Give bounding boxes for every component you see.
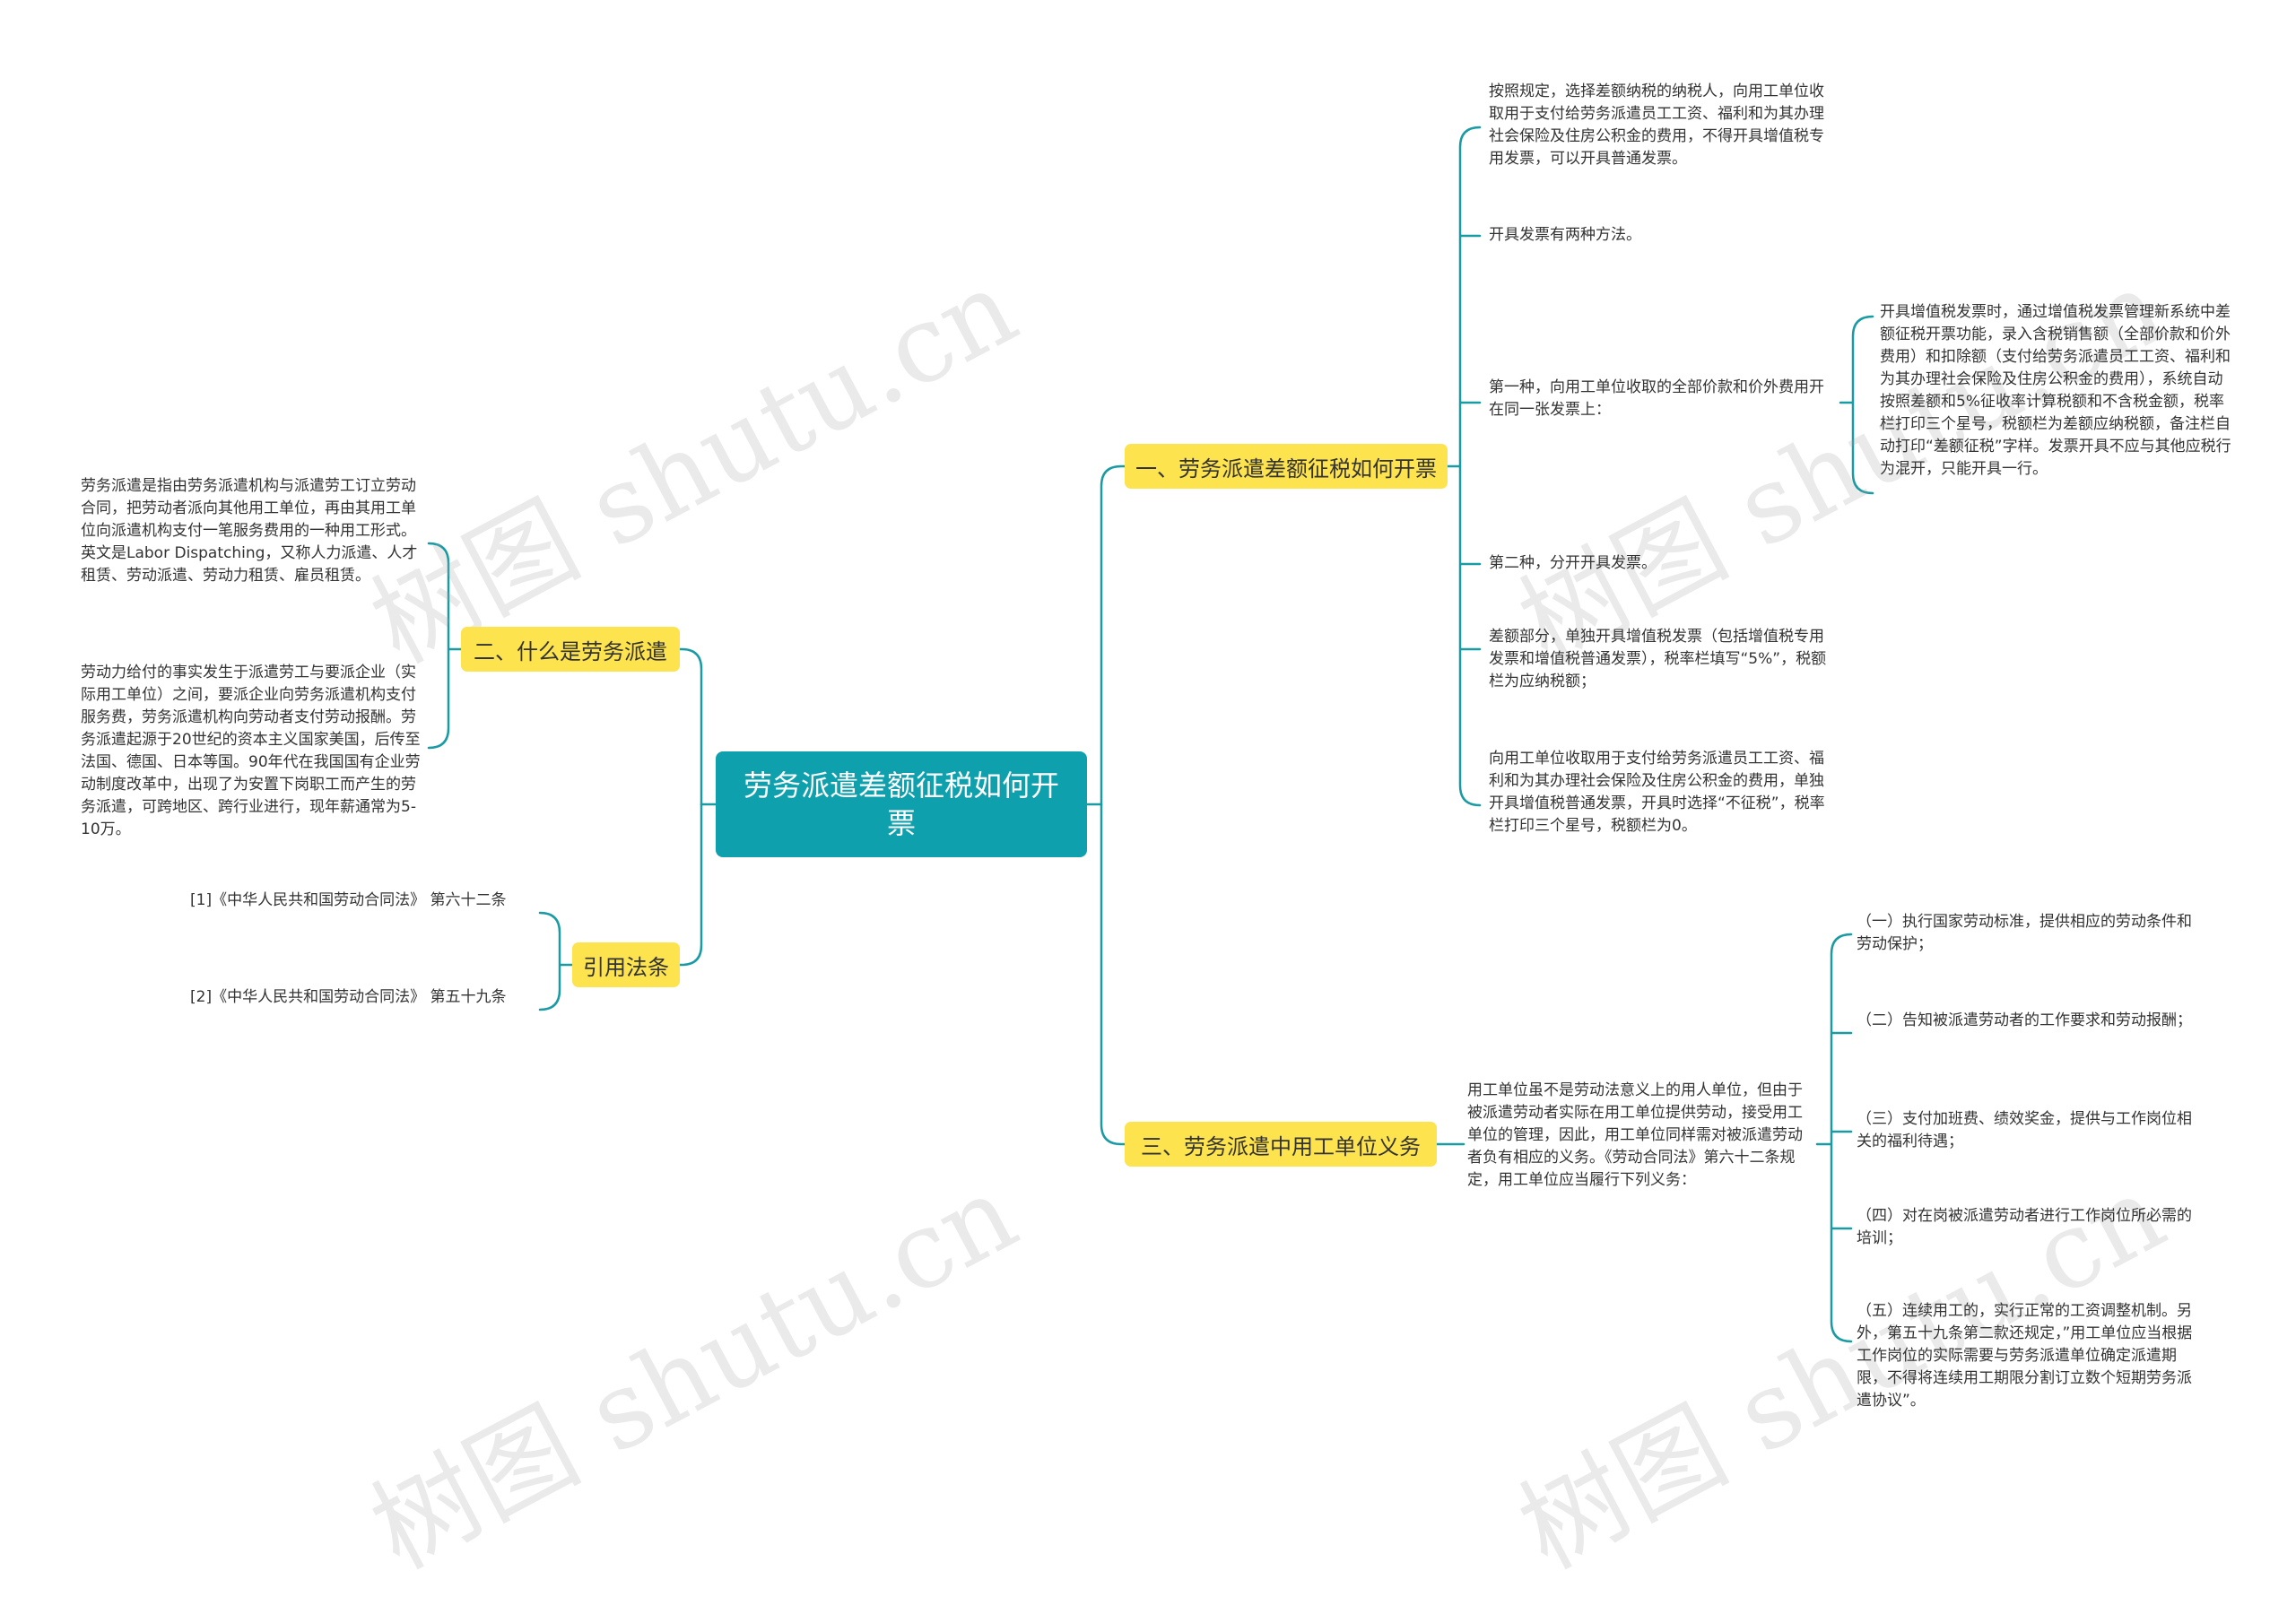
b4-item: [1]《中华人民共和国劳动合同法》 第六十二条 [190, 891, 507, 909]
link-root-b3 [1100, 803, 1126, 1146]
b3-intro: 用工单位虽不是劳动法意义上的用人单位，但由于被派遣劳动者实际在用工单位提供劳动，… [1467, 1081, 1803, 1189]
link-intro-items [1815, 933, 1853, 1343]
b3-item: （三）支付加班费、绩效奖金，提供与工作岗位相关的福利待遇； [1857, 1110, 2192, 1150]
b1-item: 按照规定，选择差额纳税的纳税人，向用工单位收取用于支付给劳务派遣员工工资、福利和… [1489, 82, 1824, 168]
b1-item: 第二种，分开开具发票。 [1489, 554, 1657, 572]
b1-method-detail: 开具增值税发票时，通过增值税发票管理新系统中差额征税开票功能，录入含税销售额（全… [1880, 303, 2231, 478]
connector-lines [427, 126, 1874, 1343]
link-method-detail [1839, 315, 1874, 495]
link-root-b4 [678, 803, 703, 967]
branch-invoice-method[interactable]: 一、劳务派遣差额征税如何开票 [1125, 444, 1448, 489]
branch-cited-laws[interactable]: 引用法条 [572, 942, 680, 987]
b1-item: 开具发票有两种方法。 [1489, 226, 1641, 244]
branch-what-is-dispatch[interactable]: 二、什么是劳务派遣 [461, 627, 680, 672]
b3-item: （四）对在岗被派遣劳动者进行工作岗位所必需的培训； [1857, 1207, 2192, 1247]
b1-item: 差额部分，单独开具增值税发票（包括增值税专用发票和增值税普通发票），税率栏填写“… [1489, 628, 1827, 690]
link-b2-items [427, 542, 463, 750]
root-topic[interactable]: 劳务派遣差额征税如何开票 [716, 751, 1087, 857]
b3-item: （二）告知被派遣劳动者的工作要求和劳动报酬； [1857, 1011, 2192, 1029]
link-b1-items [1446, 126, 1482, 807]
branch-employer-obligations[interactable]: 三、劳务派遣中用工单位义务 [1125, 1122, 1437, 1167]
link-b4-items [538, 911, 574, 1011]
link-root-b1 [1085, 464, 1126, 806]
link-root-b2 [678, 647, 718, 806]
b3-item: （五）连续用工的，实行正常的工资调整机制。另外，第五十九条第二款还规定，”用工单… [1857, 1302, 2193, 1410]
b3-item: （一）执行国家劳动标准，提供相应的劳动条件和劳动保护； [1857, 913, 2192, 953]
b4-item: [2]《中华人民共和国劳动合同法》 第五十九条 [190, 988, 507, 1006]
b2-item: 劳动力给付的事实发生于派遣劳工与要派企业（实际用工单位）之间，要派企业向劳务派遣… [81, 664, 421, 838]
b2-item: 劳务派遣是指由劳务派遣机构与派遣劳工订立劳动合同，把劳动者派向其他用工单位，再由… [81, 477, 418, 585]
b1-item: 向用工单位收取用于支付给劳务派遣员工工资、福利和为其办理社会保险及住房公积金的费… [1489, 750, 1825, 835]
b1-item: 第一种，向用工单位收取的全部价款和价外费用开在同一张发票上： [1489, 378, 1824, 419]
